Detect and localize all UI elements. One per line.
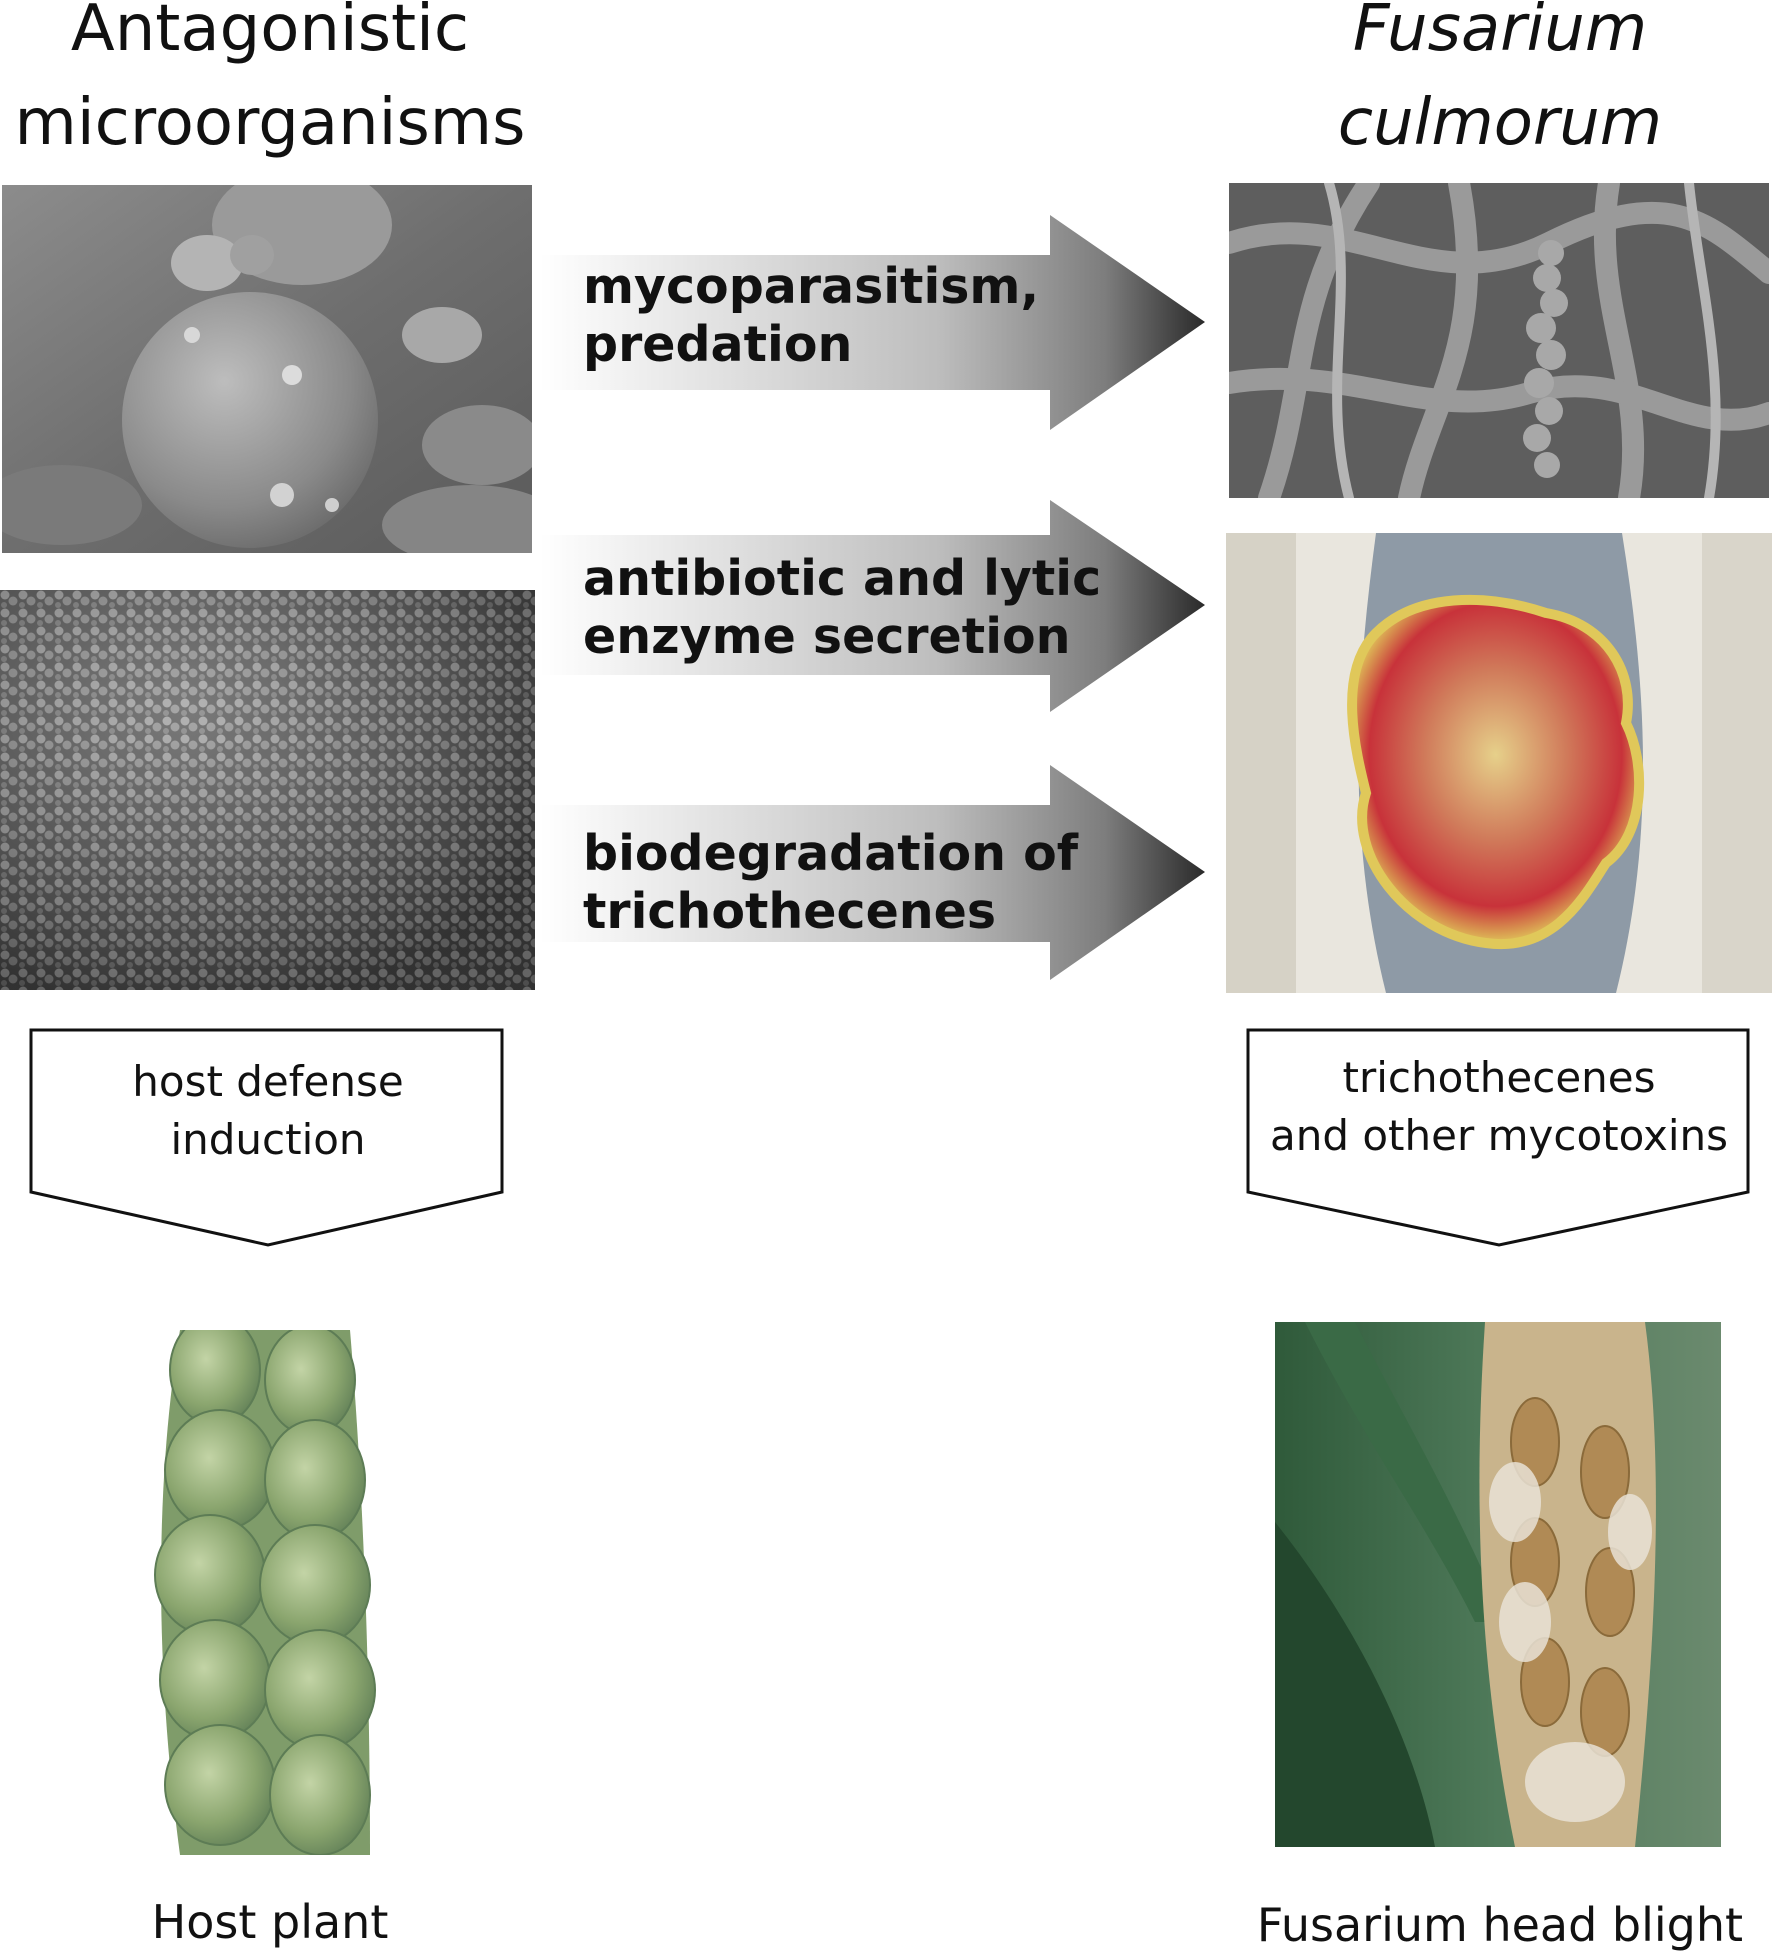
sem-bacteria-photo: [0, 590, 535, 990]
arrow-label-1-line1: mycoparasitism,: [583, 258, 1040, 315]
arrows-layer: [540, 215, 1205, 980]
arrow-label-3: biodegradation of trichothecenes: [583, 825, 1078, 941]
induction-box-shape: [29, 1028, 504, 1247]
left-title: Antagonistic microorganisms: [0, 0, 540, 170]
induction-line1: host defense: [132, 1057, 404, 1106]
arrow-label-1: mycoparasitism, predation: [583, 258, 1039, 374]
left-title-line2: microorganisms: [14, 86, 526, 160]
right-title: Fusarium culmorum: [1230, 0, 1770, 170]
blight-caption: Fusarium head blight: [1256, 1898, 1744, 1952]
arrow-label-2-line2: enzyme secretion: [583, 608, 1071, 665]
arrow-label-1-line2: predation: [583, 316, 853, 373]
arrow-mycoparasitism: [540, 215, 1205, 430]
toxin-line1: trichothecenes: [1342, 1053, 1656, 1102]
infected-wheat-photo: [1275, 1322, 1721, 1847]
induction-box-label: host defense induction: [28, 1053, 508, 1169]
arrow-label-3-line1: biodegradation of: [583, 825, 1079, 882]
healthy-wheat-photo: [140, 1330, 390, 1855]
right-title-line2: culmorum: [1337, 86, 1663, 160]
sem-yeast-photo: [2, 185, 532, 553]
toxin-line2: and other mycotoxins: [1269, 1111, 1729, 1160]
sem-hyphae-photo: [1229, 183, 1769, 498]
arrow-antibiotic: [540, 500, 1205, 712]
fusarium-colony-photo: [1226, 533, 1772, 993]
arrow-biodegradation: [540, 765, 1205, 980]
induction-line2: induction: [170, 1115, 366, 1164]
toxin-box-label: trichothecenes and other mycotoxins: [1245, 1049, 1753, 1165]
arrow-label-2-line1: antibiotic and lytic: [583, 550, 1102, 607]
right-title-line1: Fusarium: [1352, 0, 1648, 66]
arrow-label-2: antibiotic and lytic enzyme secretion: [583, 550, 1101, 666]
toxin-box-shape: [1246, 1028, 1750, 1247]
arrow-label-3-line2: trichothecenes: [583, 883, 997, 940]
left-title-line1: Antagonistic: [70, 0, 470, 66]
host-plant-caption: Host plant: [151, 1895, 389, 1949]
